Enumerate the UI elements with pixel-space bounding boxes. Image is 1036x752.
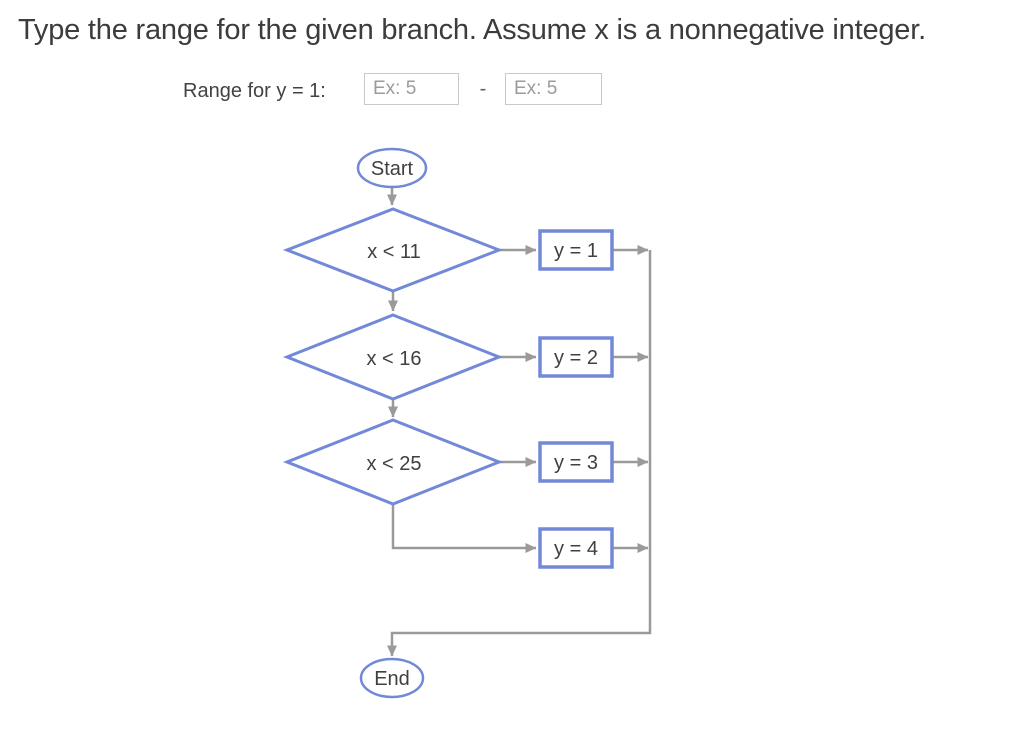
- process-3-label: y = 3: [554, 452, 598, 474]
- process-4-box: [538, 527, 614, 569]
- end-label: End: [374, 668, 410, 690]
- decision-3-diamond: [282, 418, 504, 506]
- process-1-label: y = 1: [554, 240, 598, 262]
- range-max-input[interactable]: [505, 73, 602, 105]
- process-2-label: y = 2: [554, 347, 598, 369]
- start-label: Start: [371, 158, 414, 180]
- flowchart: Start x < 11 x < 16 x < 25 y = 1 y = 2 y…: [282, 147, 652, 699]
- trunk-line-to-end: [387, 250, 652, 657]
- decision-1-label: x < 11: [367, 241, 421, 263]
- decision-2-diamond: [282, 313, 504, 401]
- start-terminal: [356, 147, 428, 189]
- process-3-box: [538, 441, 614, 483]
- decision-2-label: x < 16: [366, 348, 421, 370]
- decision-1-diamond: [282, 207, 504, 293]
- range-separator: -: [479, 78, 487, 100]
- page-title: Type the range for the given branch. Ass…: [18, 14, 926, 46]
- process-1-box: [538, 229, 614, 271]
- process-4-label: y = 4: [554, 538, 598, 560]
- process-2-box: [538, 336, 614, 378]
- decision-3-label: x < 25: [366, 453, 421, 475]
- arrow-decision-3-to-process-4: [391, 505, 537, 553]
- range-min-input[interactable]: [364, 73, 459, 105]
- question-label: Range for y = 1:: [183, 80, 326, 102]
- end-terminal: [359, 657, 425, 699]
